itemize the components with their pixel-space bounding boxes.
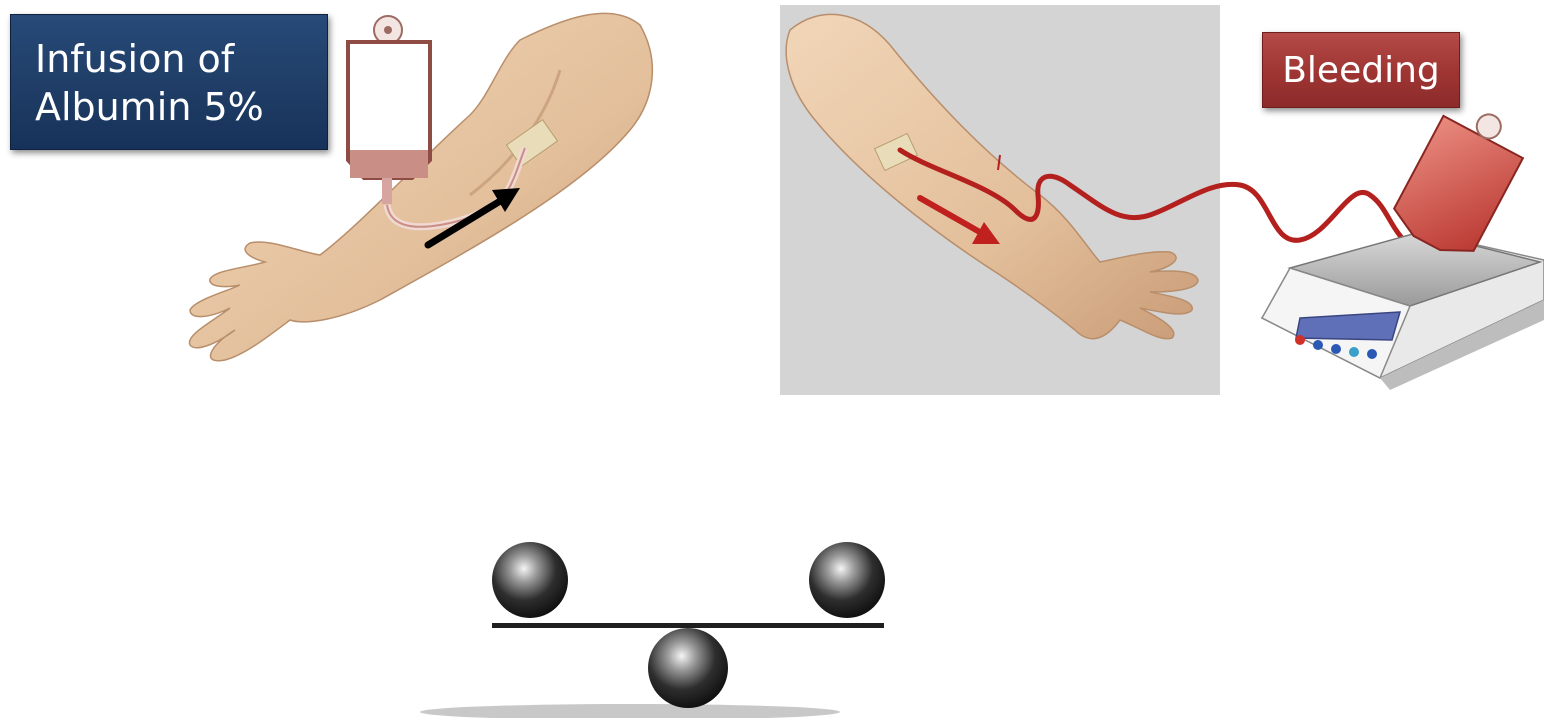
iv-bag-icon [348,16,430,204]
scale-icon [1262,232,1544,390]
infusion-label-line1: Infusion of [35,35,327,83]
infusion-label: Infusion of Albumin 5% [10,14,328,150]
bleeding-label: Bleeding [1262,32,1460,108]
balance-icon [420,542,885,718]
bleeding-label-text: Bleeding [1282,50,1440,91]
infusion-label-line2: Albumin 5% [35,83,327,131]
right-arm-illustration [786,14,1198,338]
